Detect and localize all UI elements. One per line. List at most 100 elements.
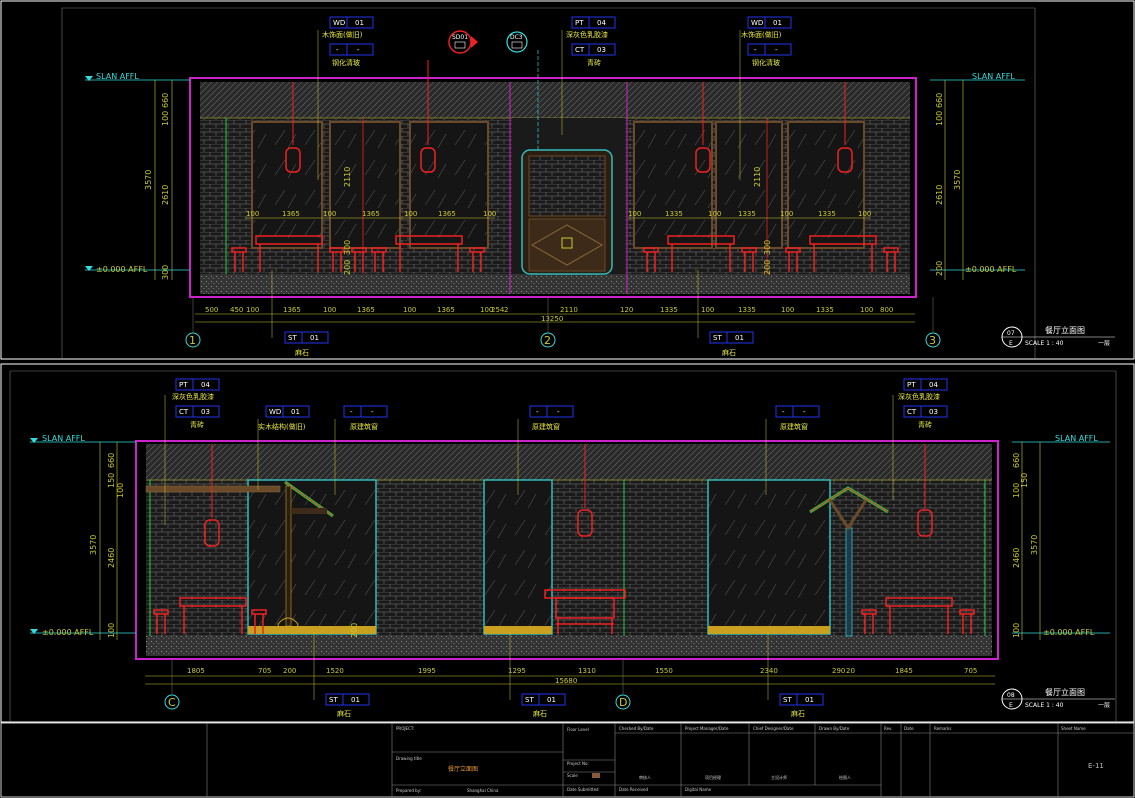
tb-sheet-no: E-11	[1088, 762, 1104, 770]
bottom-bd-6: 1310	[578, 667, 596, 675]
tb-sig3: 主设计师	[771, 774, 787, 780]
top-rdim-4: 200	[935, 261, 944, 276]
tag-code: PT	[575, 19, 584, 27]
bottom-bd-3: 1520	[326, 667, 344, 675]
title-block: PROJECT: Drawing title 餐厅立面图 Prepared by…	[0, 722, 1135, 798]
sd-symbol-label: SD01	[452, 34, 468, 41]
tb-project: PROJECT:	[396, 726, 414, 731]
tag-code2: -	[336, 46, 339, 54]
bottom-pergola-left	[277, 480, 334, 633]
top-bd-17: 1335	[816, 306, 834, 314]
top-title-num: 07	[1007, 330, 1015, 337]
top-ivert-2: 200	[343, 260, 352, 275]
top-bd-11: 2110	[560, 306, 578, 314]
top-bd-12: 120	[620, 306, 633, 314]
tb-pm: Project Manager/Date	[685, 726, 729, 731]
bottom-rdim-5: 100	[1012, 623, 1021, 638]
tb-chief: Chief Designer/Date	[753, 726, 794, 731]
bottom-tag-0: PT 04 深灰色乳胶漆 CT 03 青砖	[164, 378, 220, 525]
tag-code: PT	[179, 381, 188, 389]
tag-sub: 麻石	[533, 709, 547, 718]
tag-num: 01	[310, 334, 319, 342]
bottom-ldim-2: 100	[116, 483, 125, 498]
tag-sub: 原建筑窗	[350, 422, 378, 431]
tag-code2: CT	[575, 46, 585, 54]
top-idl-2: 100	[323, 210, 336, 218]
top-windows-right	[633, 121, 865, 249]
tag-code: -	[782, 408, 785, 416]
tb-sheet-name: Sheet Name	[1061, 726, 1086, 731]
bottom-btag-1: ST 01 麻石	[509, 632, 566, 718]
tb-prepared-value: Shanghai China	[467, 788, 499, 793]
top-idr-4: 100	[780, 210, 793, 218]
tag-num: 04	[597, 19, 606, 27]
bottom-bd-9: 290	[832, 667, 845, 675]
top-total: 13250	[541, 315, 563, 323]
tag-code: -	[536, 408, 539, 416]
top-bd-3: 1365	[283, 306, 301, 314]
top-idr-2: 100	[708, 210, 721, 218]
tb-rev: Rev.	[884, 726, 892, 731]
tag-code: WD	[269, 408, 281, 416]
top-idr-6: 100	[858, 210, 871, 218]
tag-num: 01	[355, 19, 364, 27]
tag-num: 04	[929, 381, 938, 389]
tag-sub: 实木结构(做旧)	[258, 422, 306, 431]
bottom-bd-2: 200	[283, 667, 296, 675]
bottom-tag-4: - - 原建筑窗	[765, 405, 820, 495]
bottom-rdim-4: 3570	[1030, 535, 1039, 555]
top-bd-1: 450	[230, 306, 243, 314]
bottom-lanterns	[204, 444, 933, 547]
top-ldim-2: 2610	[161, 185, 170, 205]
tb-sig2: 项目经理	[705, 774, 721, 780]
top-vertical-dims: 660 100 2610 3570 300 660 100 2610 3570 …	[144, 80, 964, 280]
top-rdim-3: 3570	[953, 170, 962, 190]
top-inner-dims: 100 1365 100 1365 100 1365 100 100 1335 …	[245, 210, 871, 219]
top-bd-5: 1365	[357, 306, 375, 314]
tag-num2: -	[357, 46, 360, 54]
tag-num: 01	[773, 19, 782, 27]
bottom-axes: C D	[164, 659, 631, 710]
top-ldim-1: 100	[161, 111, 170, 126]
top-btag-0: ST 01 麻石	[271, 270, 329, 357]
tag-num2: 03	[597, 46, 606, 54]
tag-num2: -	[775, 46, 778, 54]
bottom-ldim-1: 150	[107, 473, 116, 488]
tb-checked: Checked By/Date	[619, 726, 654, 731]
bottom-rdim-3: 2460	[1012, 548, 1021, 568]
tag-num: 01	[735, 334, 744, 342]
bottom-bd-5: 1295	[508, 667, 526, 675]
tag-sub: 深灰色乳胶漆	[172, 392, 214, 401]
tag-sub2: 青砖	[918, 420, 932, 429]
top-bd-2: 100	[246, 306, 259, 314]
bottom-bottom-dims: 1805 705 200 1520 1995 1295 1310 1550 23…	[145, 667, 995, 685]
bottom-bd-8: 2340	[760, 667, 778, 675]
tag-sub: 麻石	[722, 348, 736, 357]
top-elevation: SLAN AFFL ±0.000 AFFL SLAN AFFL ±0.000 A…	[85, 16, 1115, 357]
tb-floor-level: Floor Level	[567, 727, 589, 732]
bottom-title-num: 08	[1007, 692, 1015, 699]
bottom-total: 15680	[555, 677, 577, 685]
bottom-bd-1: 705	[258, 667, 271, 675]
top-rdim-2: 2610	[935, 185, 944, 205]
tag-num2: 03	[201, 408, 210, 416]
bottom-btag-0: ST 01 麻石	[313, 632, 370, 718]
top-level-top-right: SLAN AFFL	[972, 72, 1015, 81]
top-bd-16: 100	[781, 306, 794, 314]
top-bd-14: 100	[701, 306, 714, 314]
tag-code2: -	[754, 46, 757, 54]
top-rdim-1: 100	[935, 111, 944, 126]
tag-num: -	[371, 408, 374, 416]
tb-remarks: Remarks	[934, 726, 951, 731]
bottom-level-bottom-left: ±0.000 AFFL	[42, 628, 94, 637]
bottom-pergola-right	[809, 486, 889, 637]
bottom-bd-11: 1845	[895, 667, 913, 675]
bottom-bd-4: 1995	[418, 667, 436, 675]
bottom-rdim-1: 150	[1020, 473, 1029, 488]
top-idl-4: 100	[404, 210, 417, 218]
top-idr-5: 1335	[818, 210, 836, 218]
bottom-bd-10: 20	[846, 667, 855, 675]
bottom-rdim-2: 100	[1012, 483, 1021, 498]
tag-sub: 深灰色乳胶漆	[898, 392, 940, 401]
